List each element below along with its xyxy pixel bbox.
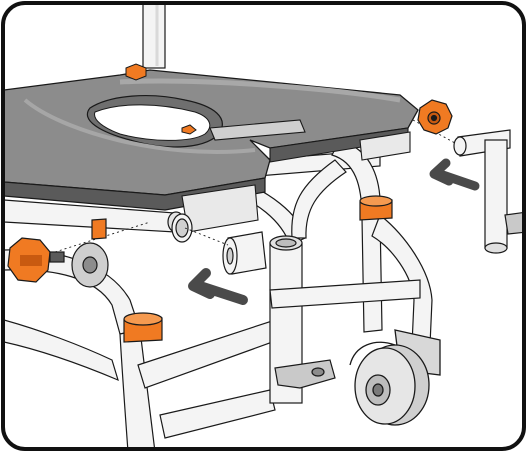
backrest-post xyxy=(142,4,166,69)
knob-left-icon xyxy=(7,237,65,283)
seat-cushion xyxy=(4,69,419,211)
tube-stubs xyxy=(222,231,267,275)
caster-wheel-left xyxy=(71,242,109,288)
alignment-lines xyxy=(54,119,456,253)
clamp-icon xyxy=(91,195,393,343)
knob-small-icon xyxy=(125,63,197,135)
arrow-icon xyxy=(429,158,480,191)
arrow-left-icon xyxy=(188,268,248,305)
seat-brackets xyxy=(181,119,411,233)
knob-icon xyxy=(417,99,453,135)
foot-tab xyxy=(274,359,336,389)
frame-front-tube xyxy=(4,199,193,243)
armrest-tube-icon xyxy=(453,129,523,254)
caster-wheel-icon xyxy=(349,329,441,426)
